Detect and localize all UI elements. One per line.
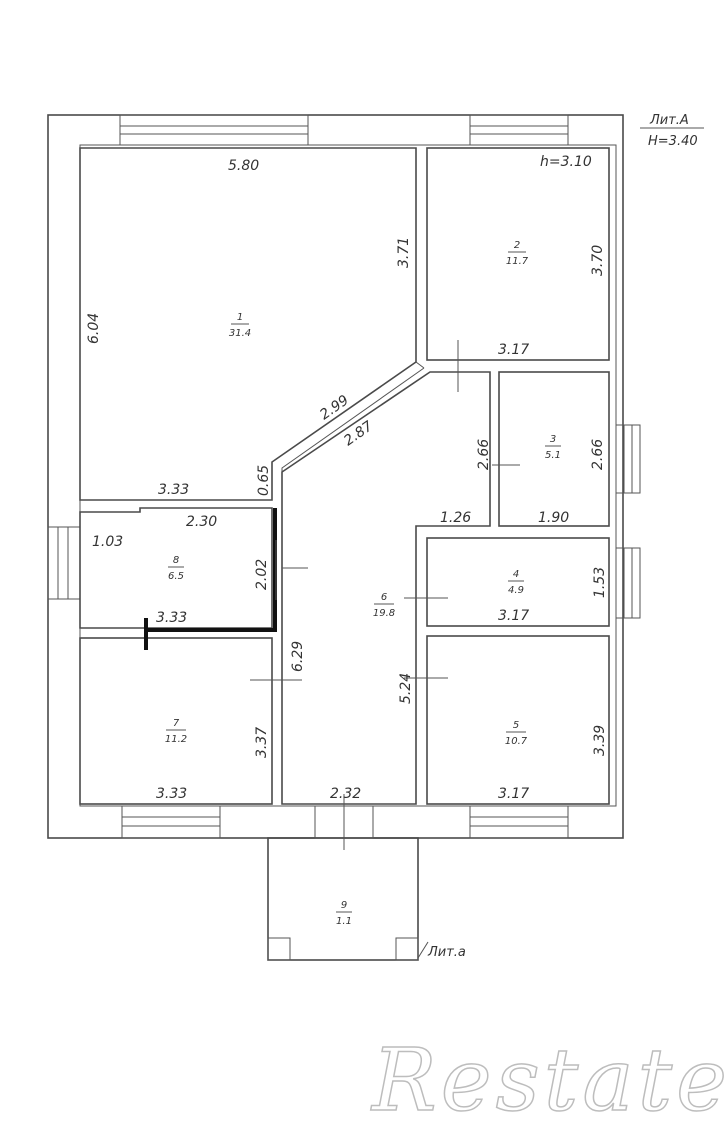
watermark-logo: Restate [370, 1031, 725, 1125]
room-6 [281, 371, 491, 805]
dim-r3-left: 2.66 [476, 439, 492, 470]
window-top-right [469, 114, 569, 146]
dim-r5-right: 3.39 [592, 725, 608, 756]
dim-r1-corner: 0.65 [256, 465, 272, 496]
svg-text:6.5: 6.5 [168, 571, 184, 582]
window-right-upper [615, 424, 641, 494]
dim-r1-bottom: 3.33 [158, 482, 189, 498]
dim-r8-left: 1.03 [92, 534, 123, 550]
svg-text:19.8: 19.8 [373, 608, 395, 619]
dim-r1-top: 5.80 [228, 158, 259, 174]
dim-r1-left: 6.04 [86, 313, 102, 344]
room-6-label: 6 19.8 [373, 592, 395, 619]
svg-text:10.7: 10.7 [505, 736, 528, 747]
svg-text:2: 2 [514, 240, 520, 251]
dim-r1-right: 3.71 [396, 237, 412, 268]
room-7 [79, 637, 273, 805]
height-main-label: H=3.40 [648, 134, 698, 149]
svg-text:3: 3 [550, 434, 556, 445]
dim-r6-right: 5.24 [398, 673, 414, 704]
room-1 [79, 147, 417, 501]
room-9-label: 9 1.1 [336, 900, 352, 927]
room-1-label: 1 31.4 [229, 312, 251, 339]
room-3 [498, 371, 610, 527]
svg-text:1.1: 1.1 [336, 916, 352, 927]
svg-text:8: 8 [173, 555, 179, 566]
svg-text:1: 1 [237, 312, 243, 323]
svg-text:5: 5 [513, 720, 519, 731]
lit-main-label: Лит.А [649, 113, 689, 128]
svg-text:11.2: 11.2 [165, 734, 187, 745]
svg-text:5.1: 5.1 [545, 450, 561, 461]
dim-r5-bottom: 3.17 [498, 786, 529, 802]
room-8-label: 8 6.5 [168, 555, 184, 582]
window-bottom-right [469, 805, 569, 839]
room-3-label: 3 5.1 [545, 434, 561, 461]
room-2-label: 2 11.7 [506, 240, 529, 267]
dim-r6-notch: 1.26 [440, 510, 471, 526]
dim-r3-right: 2.66 [590, 439, 606, 470]
window-right-lower [615, 547, 641, 619]
svg-text:11.7: 11.7 [506, 256, 529, 267]
room-5 [426, 635, 610, 805]
lit-porch-label: Лит.а [427, 945, 466, 960]
dim-r6-left: 6.29 [290, 641, 306, 672]
dim-r4-bottom: 3.17 [498, 608, 529, 624]
svg-text:4.9: 4.9 [508, 585, 524, 596]
dim-r7-right: 3.37 [254, 727, 270, 758]
room-4 [426, 537, 610, 627]
dim-r8-bottom: 3.33 [156, 610, 187, 626]
room-2 [426, 147, 610, 361]
dim-r2-right: 3.70 [590, 245, 606, 276]
ceiling-height-label: h=3.10 [540, 154, 592, 170]
dim-r2-bottom: 3.17 [498, 342, 529, 358]
svg-text:9: 9 [341, 900, 347, 911]
highlight-wall [146, 508, 277, 632]
outer-wall-outer [47, 114, 624, 839]
dim-r7-bottom: 3.33 [156, 786, 187, 802]
room-7-label: 7 11.2 [165, 718, 187, 745]
outer-wall-inner [79, 144, 617, 807]
dim-r8-right: 2.02 [254, 559, 270, 590]
window-top-left [119, 114, 309, 146]
room-5-label: 5 10.7 [505, 720, 528, 747]
window-bottom-left [121, 805, 221, 839]
dim-r8-top: 2.30 [186, 514, 217, 530]
dim-r4-right: 1.53 [592, 567, 608, 598]
svg-text:4: 4 [513, 569, 519, 580]
dim-r6-bottom: 2.32 [330, 786, 361, 802]
window-left [47, 526, 81, 600]
svg-text:31.4: 31.4 [229, 328, 251, 339]
room-4-label: 4 4.9 [508, 569, 524, 596]
svg-text:6: 6 [381, 592, 387, 603]
svg-text:7: 7 [173, 718, 180, 729]
dim-r3-bottom: 1.90 [538, 510, 569, 526]
